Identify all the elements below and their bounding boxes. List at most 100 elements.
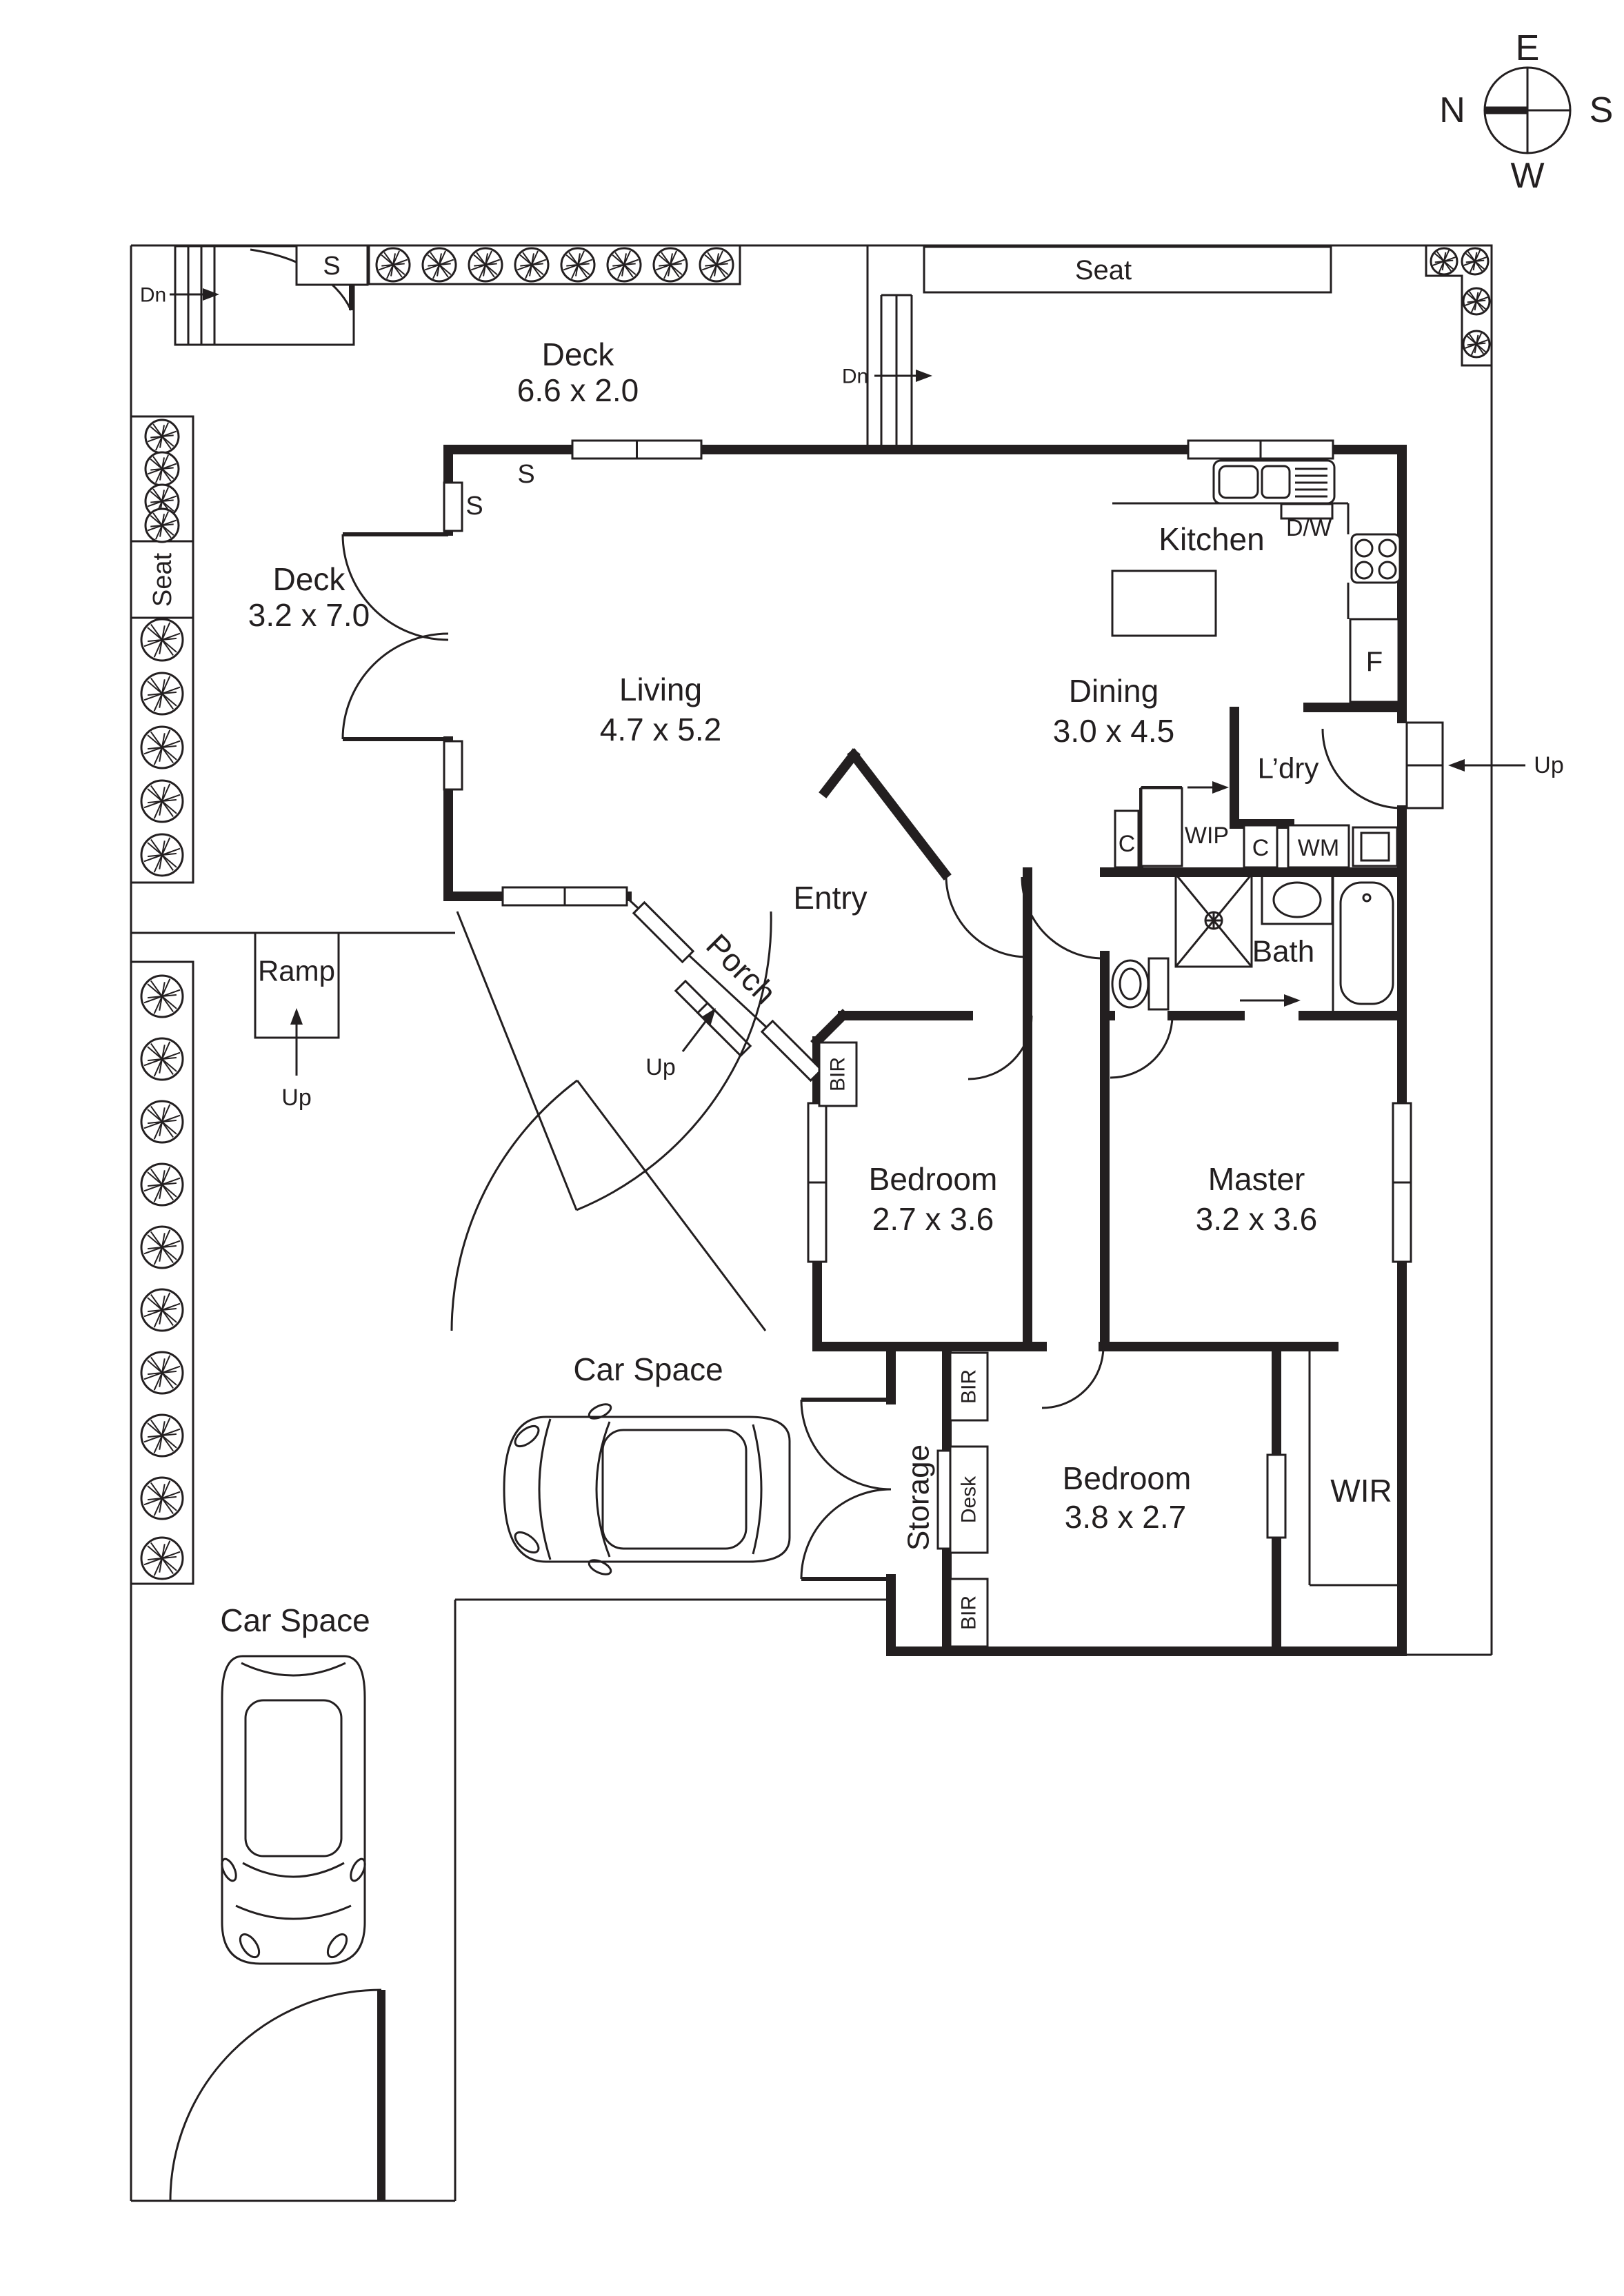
- tree-branch: [147, 627, 163, 641]
- french-door-arc: [341, 632, 449, 740]
- toilet-cistern: [1147, 957, 1170, 1011]
- laundry-door-arc: [1321, 728, 1403, 809]
- tree-branch: [143, 1184, 163, 1192]
- tree-branch: [161, 996, 174, 1012]
- label-entry: Entry: [793, 880, 867, 916]
- tree-branch: [670, 264, 680, 278]
- tree-branch: [1474, 256, 1487, 262]
- vanity-basin: [1272, 881, 1322, 918]
- tree-branch: [143, 1435, 163, 1443]
- tree-branch: [147, 1234, 163, 1248]
- tree-branch: [147, 1297, 163, 1311]
- toilet-bowl: [1111, 959, 1150, 1009]
- ramp-up-arrow: [290, 1008, 303, 1076]
- tree-branch: [474, 264, 486, 267]
- tree-branch: [161, 847, 181, 856]
- tree-icon: [699, 247, 734, 283]
- tree-branch: [161, 794, 181, 802]
- tree-branch: [716, 259, 732, 265]
- tree-branch: [147, 1360, 163, 1373]
- cooktop-burner: [1378, 538, 1397, 558]
- tree-branch: [161, 1372, 177, 1386]
- tree-branch: [161, 1491, 181, 1499]
- tree-branch: [148, 1498, 163, 1501]
- tree-branch: [485, 250, 492, 265]
- tree-branch: [525, 264, 532, 279]
- tree-branch: [155, 436, 163, 451]
- cooktop-burner: [1354, 561, 1374, 580]
- tree-branch: [150, 785, 163, 802]
- tree-branch: [161, 525, 172, 538]
- bath-access-arrow: [1240, 994, 1301, 1007]
- tree-branch: [150, 624, 163, 641]
- label-dw: D/W: [1286, 515, 1332, 541]
- tree-branch: [383, 252, 394, 265]
- tree-branch: [161, 463, 177, 470]
- tree-branch: [1443, 261, 1452, 272]
- tree-branch: [392, 264, 403, 278]
- tree-branch: [150, 1294, 163, 1311]
- tree-branch: [161, 511, 169, 526]
- tree-branch: [153, 639, 163, 658]
- tree-branch: [148, 747, 163, 750]
- car1-body: [503, 1416, 791, 1563]
- group-bath: [1111, 873, 1401, 1014]
- tree-branch: [153, 1372, 163, 1391]
- desk-surface: [936, 1449, 952, 1550]
- car1-hood: [538, 1418, 552, 1560]
- tree-branch: [476, 252, 486, 265]
- tree-branch: [153, 1058, 163, 1077]
- tree-branch: [143, 1247, 163, 1255]
- label-up: Up: [1534, 752, 1563, 778]
- window-bed3-east-frame: [1266, 1453, 1287, 1539]
- tree-branch: [161, 1498, 174, 1514]
- label-wip: WIP: [1185, 823, 1229, 849]
- french-door-arc: [341, 534, 449, 641]
- bathtub-inner: [1339, 881, 1394, 1005]
- tree-branch: [143, 1121, 163, 1129]
- car1-mirror: [588, 1559, 612, 1575]
- tree-branch: [147, 1422, 163, 1436]
- s-box-top: [295, 244, 369, 286]
- tree-branch: [670, 250, 677, 265]
- sink-basin: [1261, 465, 1291, 499]
- tree-branch: [143, 1558, 163, 1566]
- car2-windshield: [242, 1862, 345, 1878]
- tree-branch: [161, 1309, 174, 1326]
- car2-headlight: [239, 1933, 261, 1959]
- tree-branch: [150, 732, 163, 748]
- tree-branch: [161, 747, 174, 763]
- car2-hood: [235, 1904, 352, 1920]
- tree-branch: [161, 1551, 181, 1559]
- car1-headlight: [514, 1531, 540, 1554]
- tree-branch: [150, 1231, 163, 1248]
- tree-branch: [161, 996, 177, 1009]
- tree-branch: [571, 264, 579, 279]
- car1-rear-window: [752, 1424, 763, 1555]
- tree-branch: [161, 854, 174, 871]
- window-living-west-frame: [443, 740, 463, 791]
- dn-arrow: [874, 370, 932, 382]
- tree-branch: [161, 639, 177, 653]
- tree-branch: [386, 264, 394, 279]
- compass-w: W: [1510, 156, 1544, 196]
- tree-icon: [140, 1037, 184, 1081]
- wall-entry-diagonal: [847, 748, 952, 880]
- tree-branch: [161, 1498, 177, 1511]
- group-planters: [130, 244, 1493, 1585]
- tree-branch: [1476, 332, 1483, 345]
- tree-branch: [150, 1043, 163, 1060]
- tree-branch: [148, 800, 163, 804]
- tree-branch: [1476, 339, 1488, 345]
- porch-up-arrow-head: [701, 1008, 716, 1025]
- tree-branch: [161, 1058, 174, 1075]
- group-porch: [625, 896, 823, 1082]
- tree-branch: [161, 693, 177, 707]
- tree-icon: [375, 247, 411, 283]
- shower: [1174, 873, 1253, 968]
- label-bedroom2-dim: 2.7 x 3.6: [872, 1201, 994, 1237]
- porch-up-arrow: [681, 1008, 716, 1052]
- tree-branch: [161, 1292, 171, 1311]
- tree-branch: [161, 1435, 177, 1449]
- tree-branch: [161, 729, 171, 748]
